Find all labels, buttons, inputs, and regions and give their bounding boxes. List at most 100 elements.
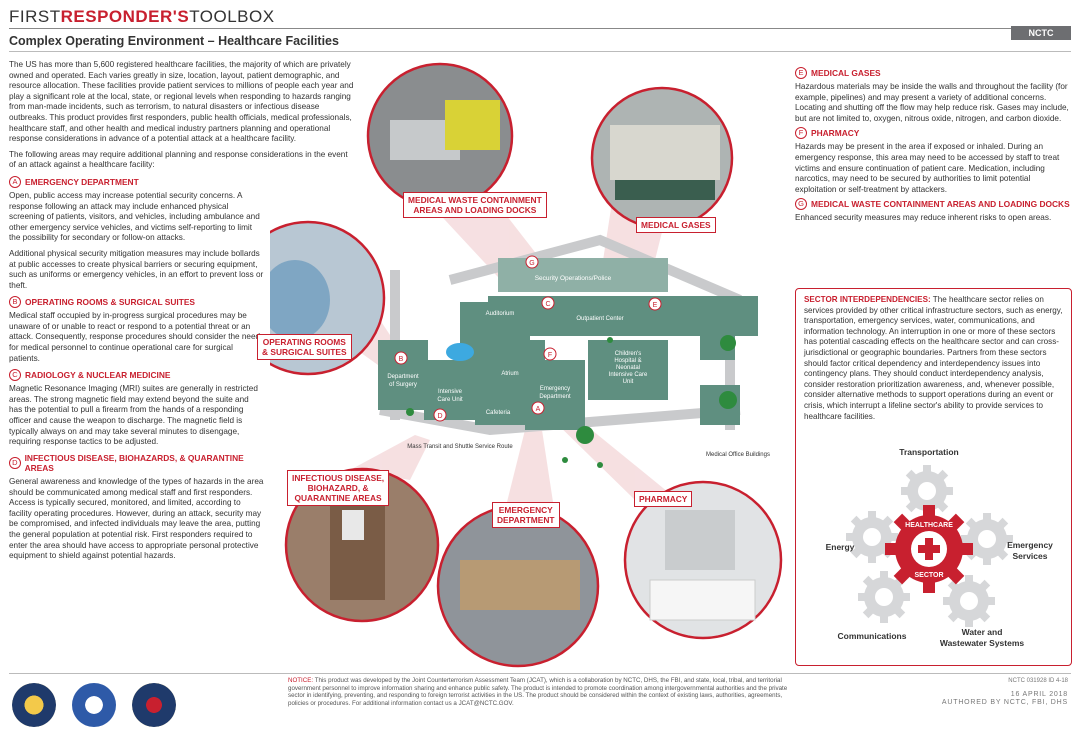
label-outpatient: Outpatient Center	[576, 316, 623, 322]
notice-body: This product was developed by the Joint …	[288, 677, 788, 707]
label-transit: Mass Transit and Shuttle Service Route	[407, 444, 513, 450]
section-c-paragraph: Magnetic Resonance Imaging (MRI) suites …	[9, 384, 258, 447]
pond	[446, 343, 474, 361]
healthcare-sector-gear-icon: HEALTHCARE SECTOR	[885, 505, 973, 593]
marker-a-label: A	[536, 406, 541, 413]
photo-emergency-department	[436, 504, 600, 668]
footer-date: 16 APRIL 2018	[1010, 691, 1068, 698]
marker-b	[394, 351, 408, 365]
marker-g-label: G	[529, 260, 534, 267]
section-c-title: RADIOLOGY & NUCLEAR MEDICINE	[25, 369, 171, 380]
section-c-heading: C RADIOLOGY & NUCLEAR MEDICINE	[9, 369, 264, 382]
fbi-seal-icon	[132, 683, 176, 727]
letter-f-badge: F	[795, 127, 807, 140]
callout-infectious-l3: QUARANTINE AREAS	[294, 493, 382, 503]
label-children-l1: Children's	[615, 351, 642, 357]
surgery-block	[378, 340, 428, 410]
photo-medical-gases	[590, 86, 734, 230]
facility-map-svg: Security Operations/Police Outpatient Ce…	[230, 62, 783, 668]
section-f-title: PHARMACY	[811, 128, 860, 139]
icu-block	[424, 360, 479, 420]
marker-e-label: E	[653, 302, 658, 309]
label-emergency-l1: Emergency	[540, 386, 570, 392]
label-surgery-l1: Department	[387, 374, 419, 380]
dhs-seal-icon	[72, 683, 116, 727]
callout-emergency-l1: EMERGENCY	[498, 505, 553, 515]
section-b-paragraph: Medical staff occupied by in-progress su…	[9, 311, 261, 363]
section-b-heading: B OPERATING ROOMS & SURGICAL SUITES	[9, 296, 264, 309]
section-e-heading: E MEDICAL GASES	[795, 67, 1071, 79]
footer-meta: NCTC 031928 ID 4-18 16 APRIL 2018 AUTHOR…	[908, 677, 1068, 707]
toolbox-logo: FIRSTRESPONDER'STOOLBOX	[9, 7, 275, 27]
marker-b-label: B	[399, 356, 404, 363]
photo-waste-dock	[366, 62, 514, 210]
cafeteria-block	[480, 395, 515, 425]
section-e-title: MEDICAL GASES	[811, 67, 881, 78]
label-children-l2: Hospital &	[614, 358, 641, 364]
center-gear-label-bottom: SECTOR	[914, 572, 943, 579]
marker-e	[648, 297, 662, 311]
agency-seals	[12, 683, 176, 727]
letter-b-badge: B	[9, 296, 21, 309]
sector-interdependencies-box: SECTOR INTERDEPENDENCIES: The healthcare…	[795, 288, 1072, 666]
logo-first: FIRST	[9, 7, 61, 26]
gear-label-transportation: Transportation	[899, 447, 959, 457]
label-auditorium: Auditorium	[486, 311, 515, 317]
emergency-services-gear-icon	[961, 513, 1013, 565]
footer-authored: AUTHORED BY NCTC, FBI, DHS	[941, 699, 1068, 706]
page-title: Complex Operating Environment – Healthca…	[9, 34, 339, 48]
marker-f	[543, 347, 557, 361]
marker-g	[525, 255, 539, 269]
marker-f-label: F	[548, 352, 552, 359]
label-children-l3: Neonatal	[616, 365, 640, 371]
marker-d	[433, 408, 447, 422]
section-e-paragraph: Hazardous materials may be inside the wa…	[795, 82, 1069, 123]
label-icu-l2: Care Unit	[437, 397, 463, 403]
photo-pharmacy	[623, 480, 783, 640]
callout-gases-text: MEDICAL GASES	[641, 220, 711, 230]
callout-infectious-l1: INFECTIOUS DISEASE,	[292, 473, 385, 483]
interdependencies-text: SECTOR INTERDEPENDENCIES: The healthcare…	[804, 295, 1063, 422]
letter-c-badge: C	[9, 369, 21, 382]
letter-d-badge: D	[9, 457, 21, 470]
left-column: The US has more than 5,600 registered he…	[9, 60, 353, 567]
footer-code: NCTC 031928 ID 4-18	[1008, 678, 1068, 684]
intro-paragraph-2: The following areas may require addition…	[9, 149, 348, 170]
interdependencies-body: The healthcare sector relies on services…	[804, 295, 1063, 421]
label-surgery-l2: of Surgery	[389, 382, 417, 388]
notice-text: NOTICE: This product was developed by th…	[288, 677, 788, 707]
callout-emergency-l2: DEPARTMENT	[497, 515, 555, 525]
office-block-1	[700, 305, 735, 360]
callout-infectious: INFECTIOUS DISEASE,BIOHAZARD, &QUARANTIN…	[287, 470, 390, 506]
callout-waste-l2: AREAS AND LOADING DOCKS	[413, 205, 537, 215]
right-column: E MEDICAL GASES Hazardous materials may b…	[795, 64, 1071, 227]
section-f-heading: F PHARMACY	[795, 127, 1071, 140]
energy-gear-icon	[846, 511, 898, 563]
dni-seal-icon	[12, 683, 56, 727]
notice-label: NOTICE:	[288, 677, 314, 684]
section-f-paragraph: Hazards may be present in the area if ex…	[795, 142, 1060, 194]
section-g-title: MEDICAL WASTE CONTAINMENT AREAS AND LOAD…	[811, 199, 1070, 210]
label-atrium: Atrium	[501, 371, 518, 377]
logo-mid: RESPONDER'S	[60, 7, 190, 26]
childrens-block	[588, 340, 668, 400]
interdependencies-label: SECTOR INTERDEPENDENCIES:	[804, 295, 931, 304]
marker-a	[531, 401, 545, 415]
footer-rule	[9, 673, 1071, 674]
callout-medical-gases: MEDICAL GASES	[636, 217, 716, 233]
callout-pharmacy: PHARMACY	[634, 491, 693, 507]
hospital-buildings	[378, 296, 758, 430]
callout-operating-rooms: OPERATING ROOMS& SURGICAL SUITES	[257, 334, 352, 360]
section-g-paragraph: Enhanced security measures may reduce in…	[795, 213, 1052, 223]
callout-infectious-l2: BIOHAZARD, &	[307, 483, 369, 493]
section-b-title: OPERATING ROOMS & SURGICAL SUITES	[25, 296, 195, 307]
letter-e-badge: E	[795, 67, 807, 79]
